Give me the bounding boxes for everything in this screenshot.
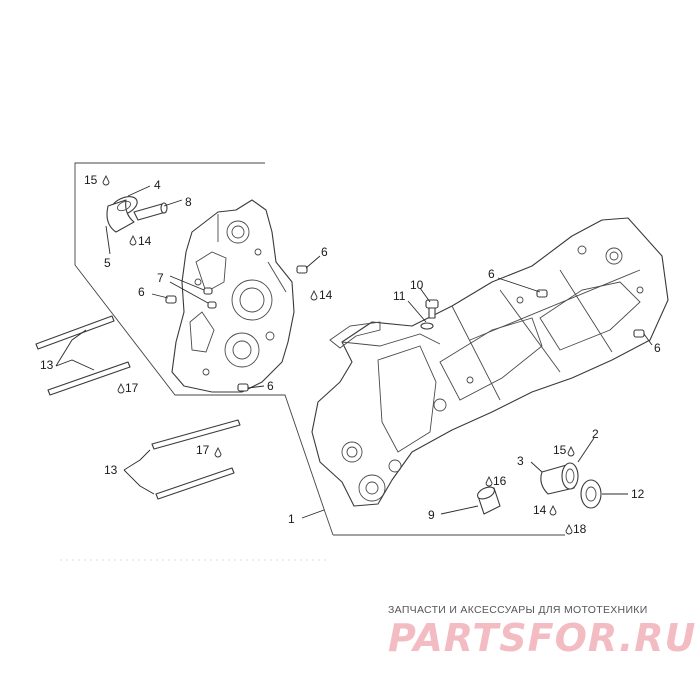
screw-part-10 (425, 299, 439, 319)
callout-15-left: 15 (84, 173, 98, 187)
callout-14-mid: 14 (319, 288, 333, 302)
callout-3: 3 (517, 454, 524, 468)
callout-12: 12 (631, 487, 645, 501)
watermark-tagline: ЗАПЧАСТИ И АКСЕССУАРЫ ДЛЯ МОТОТЕХНИКИ (388, 604, 648, 616)
callout-7: 7 (157, 271, 164, 285)
callout-4: 4 (154, 178, 161, 192)
callout-2: 2 (592, 427, 599, 441)
watermark-logo: PARTSFOR.RU (388, 616, 697, 660)
group-frame-lines (74, 162, 565, 536)
callout-6-right-top: 6 (488, 267, 495, 281)
callout-6-left: 6 (138, 285, 145, 299)
callout-6-top-left: 6 (321, 245, 328, 259)
callout-14-right: 14 (533, 503, 547, 517)
right-crankcase-half (311, 217, 669, 507)
watermark: ЗАПЧАСТИ И АКСЕССУАРЫ ДЛЯ МОТОТЕХНИКИ PA… (388, 604, 697, 660)
callout-8: 8 (185, 195, 192, 209)
callout-16: 16 (493, 474, 507, 488)
studs-part-13-upper (35, 315, 131, 396)
washer-part-11 (420, 322, 434, 330)
callout-13-lower: 13 (104, 463, 118, 477)
dowel-pins-part-6 (165, 265, 645, 392)
callout-14-top: 14 (138, 234, 152, 248)
callout-6-bottom-left: 6 (267, 379, 274, 393)
callout-15-right: 15 (553, 443, 567, 457)
callout-6-right: 6 (654, 341, 661, 355)
callout-10: 10 (410, 278, 424, 292)
callout-17-lower: 17 (196, 443, 210, 457)
callout-18: 18 (573, 522, 587, 536)
pin-part-8 (133, 202, 168, 221)
oil-seal-part-12 (580, 479, 602, 509)
leader-lines (55, 185, 653, 519)
small-screws (102, 174, 575, 535)
dowel-pins-part-7 (203, 287, 217, 309)
callout-13-upper: 13 (40, 358, 54, 372)
left-crankcase-half (171, 199, 295, 393)
callout-5: 5 (104, 256, 111, 270)
callout-11: 11 (393, 289, 406, 303)
bearing-part-4 (106, 196, 138, 233)
callout-labels: 15 4 8 14 5 6 7 6 14 13 17 6 10 11 6 6 1… (40, 173, 661, 536)
callout-9: 9 (428, 508, 435, 522)
bearing-part-3 (540, 462, 579, 495)
studs-part-13-lower (151, 419, 241, 500)
callout-17-upper: 17 (125, 381, 139, 395)
callout-1: 1 (288, 512, 295, 526)
bushing-part-9 (477, 486, 501, 515)
